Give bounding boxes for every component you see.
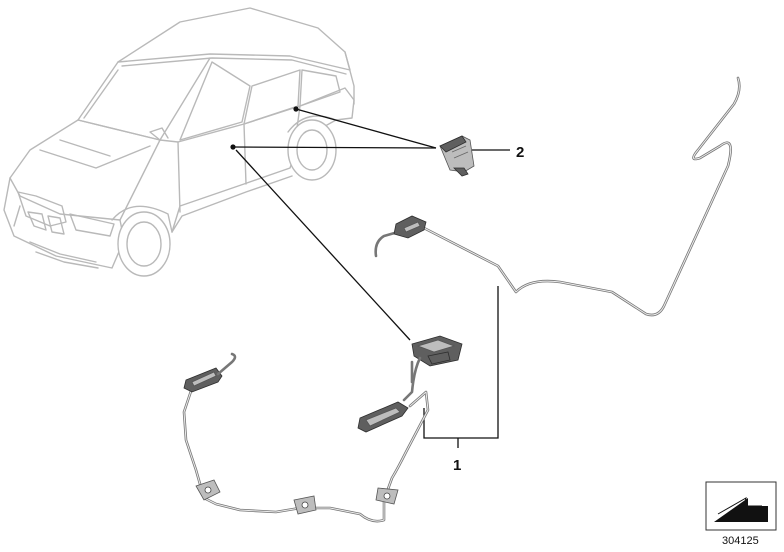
leader-line-2b xyxy=(232,146,437,149)
vehicle-outline xyxy=(3,7,355,277)
leader-bracket-1 xyxy=(423,286,499,439)
part-1-cable-set xyxy=(182,76,741,523)
anchor-dot-rear-door xyxy=(293,106,299,112)
part-2-bracket xyxy=(439,135,475,177)
leader-line-1-latch xyxy=(235,149,411,341)
reference-number: 304125 xyxy=(722,535,759,547)
arrow-corner-icon xyxy=(705,481,777,531)
leader-lines xyxy=(230,106,510,448)
leader-line-2a xyxy=(295,108,437,149)
callout-label-1: 1 xyxy=(453,457,461,474)
callout-label-2: 2 xyxy=(516,144,524,161)
anchor-dot-front-door xyxy=(230,144,236,150)
